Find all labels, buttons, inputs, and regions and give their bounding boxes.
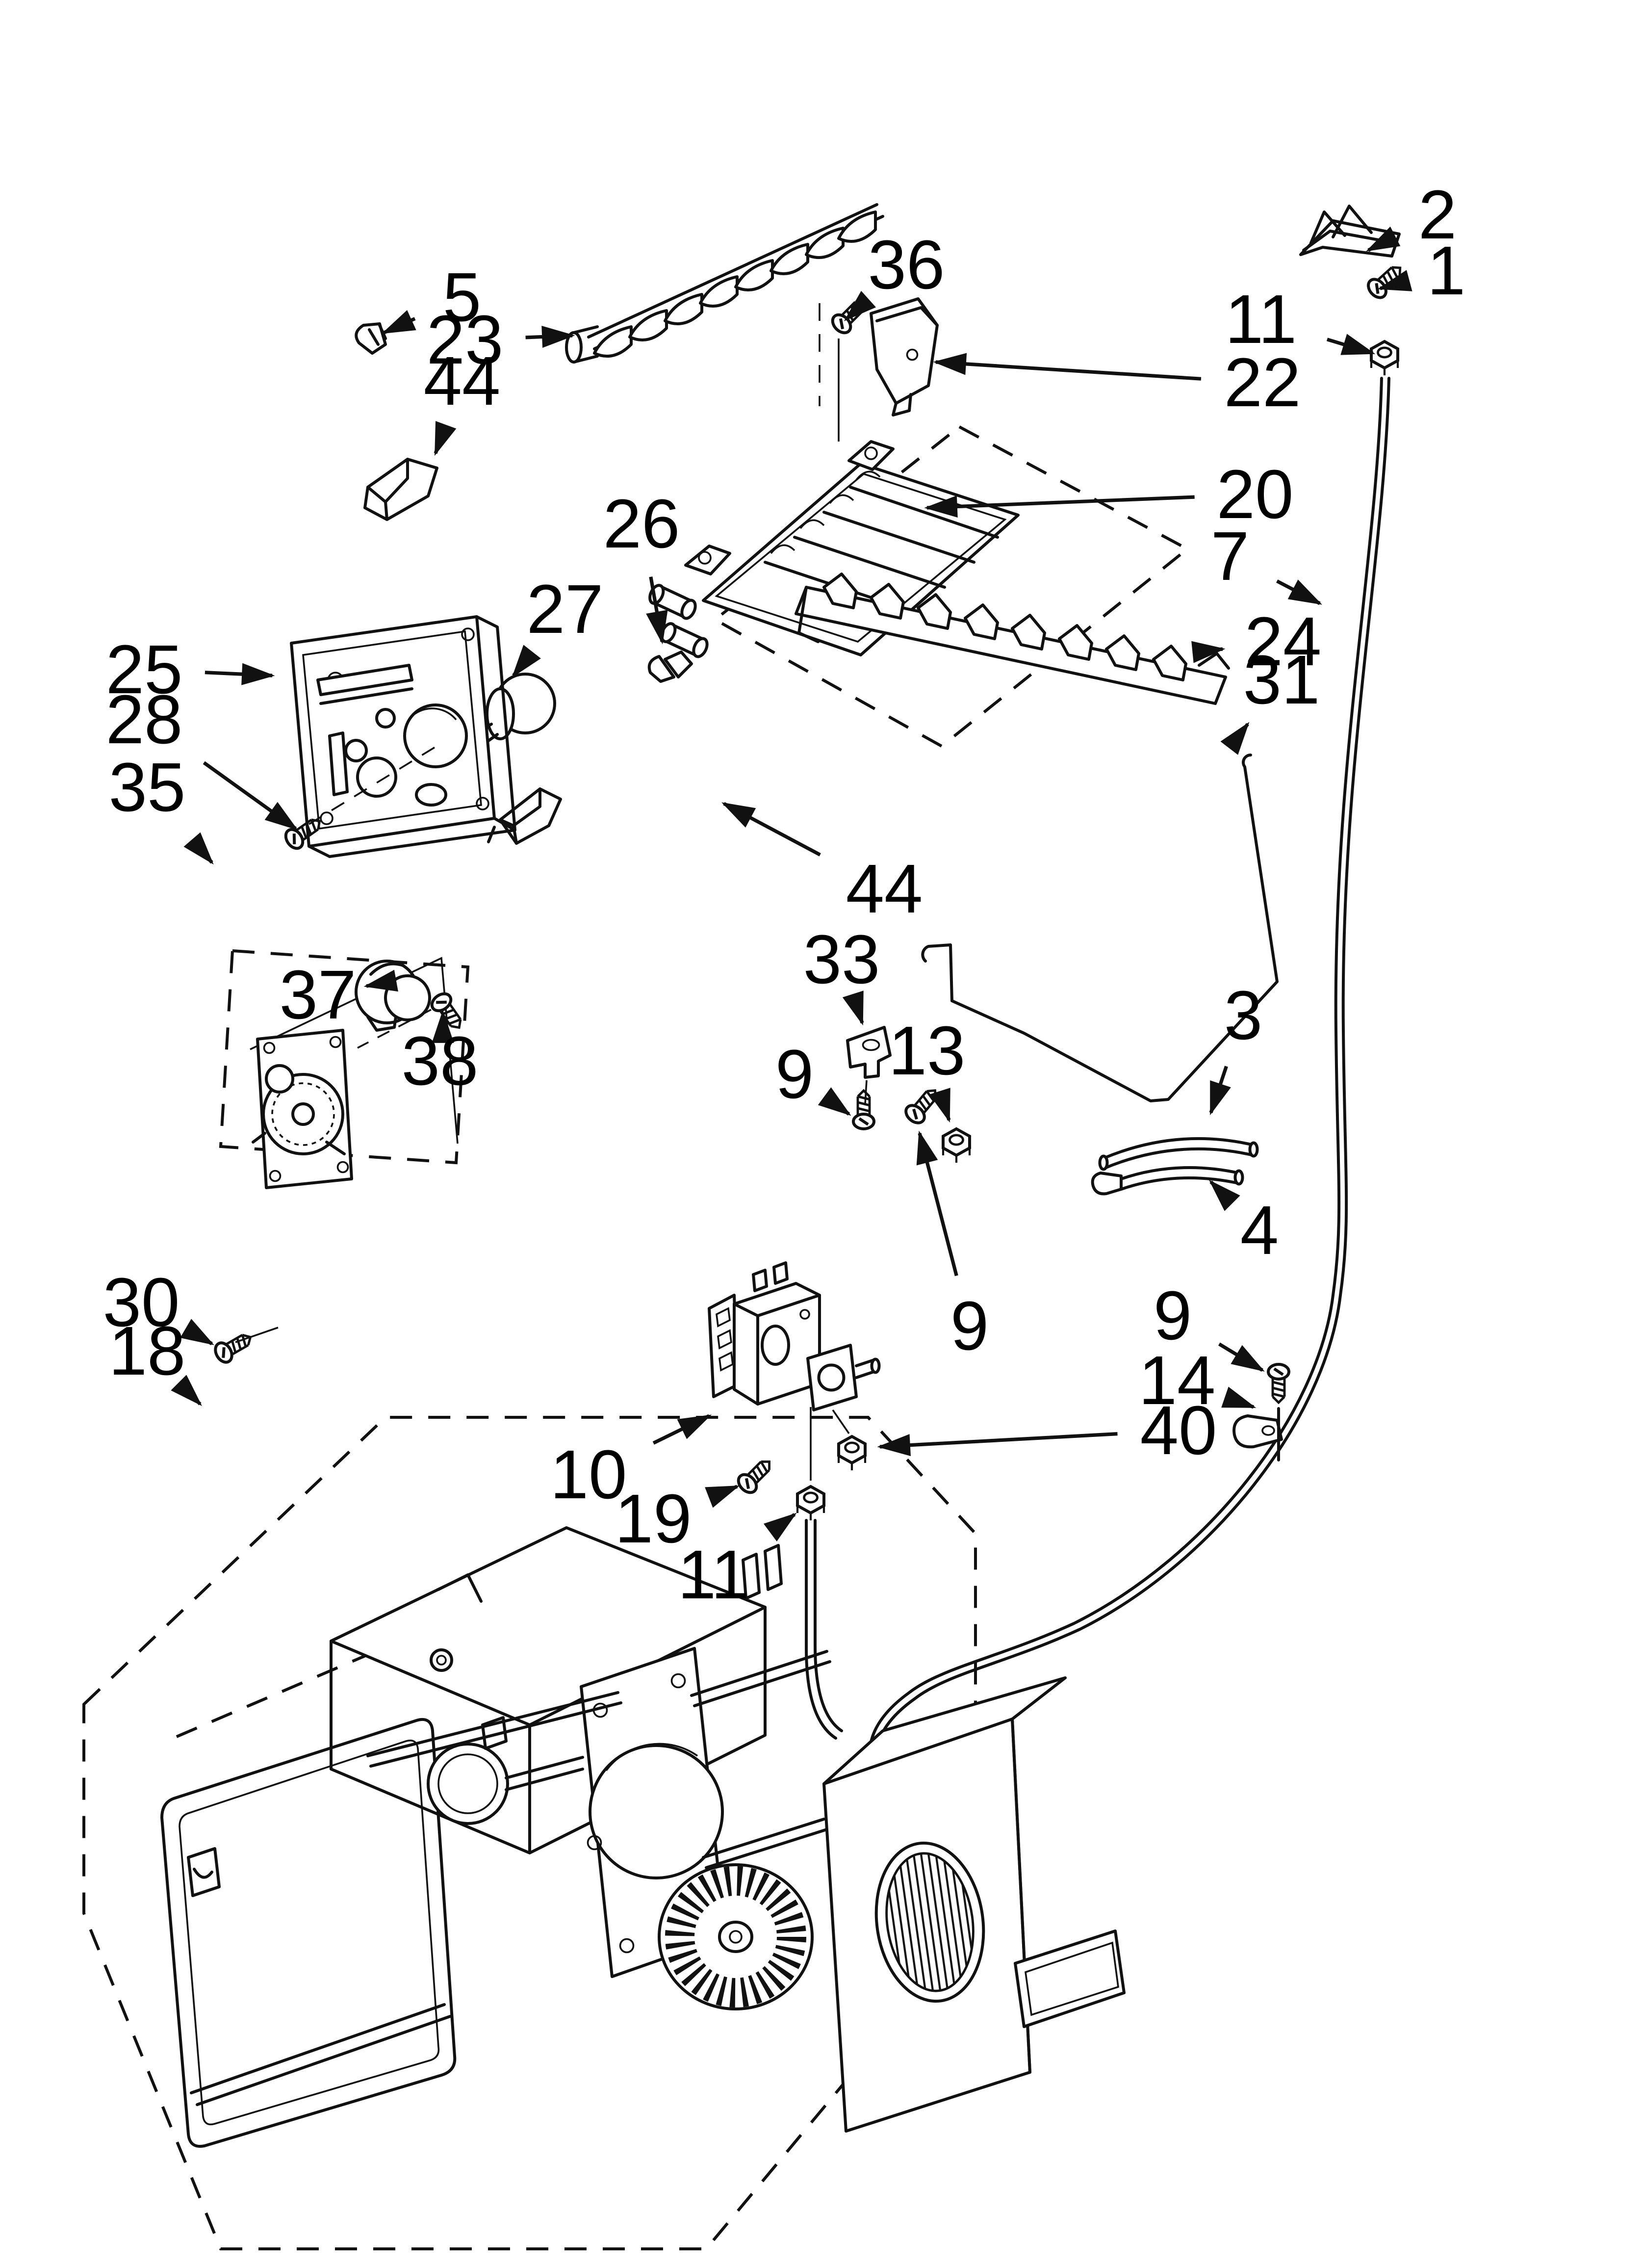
callout-label-11: 11 — [1225, 280, 1297, 358]
callout-arrow-40 — [877, 1432, 1118, 1457]
fill-cup-22 — [870, 297, 939, 417]
callout-arrow-1 — [1377, 270, 1412, 291]
callout-label-3: 3 — [1224, 976, 1262, 1054]
wire-31 — [921, 754, 1279, 1102]
callout-label-18: 18 — [109, 1312, 186, 1389]
fan-cover — [822, 1676, 1126, 2133]
callout-label-14: 14 — [1139, 1341, 1216, 1419]
callout-label-9: 9 — [775, 1035, 814, 1113]
water-tube-3 — [1098, 1137, 1259, 1171]
callout-label-5: 5 — [443, 258, 481, 336]
callout-label-31: 31 — [1243, 641, 1320, 718]
callout-label-19: 19 — [615, 1480, 692, 1557]
callout-arrow-10 — [652, 1414, 712, 1445]
clip-26 — [647, 651, 693, 683]
callout-arrow-9 — [1218, 1342, 1265, 1372]
callout-arrow-28 — [203, 761, 298, 831]
gear-plate — [252, 1029, 353, 1189]
callout-arrow-2 — [1365, 226, 1401, 252]
bracket-33 — [846, 1026, 892, 1079]
callout-arrow-14 — [1221, 1386, 1257, 1409]
callout-label-44: 44 — [424, 342, 501, 419]
callout-label-26: 26 — [603, 485, 680, 562]
callout-arrow-5 — [381, 310, 416, 335]
callout-label-25: 25 — [106, 630, 183, 708]
callout-label-40: 40 — [1140, 1391, 1217, 1469]
callout-label-24: 24 — [1245, 602, 1322, 680]
callout-arrow-30 — [180, 1319, 214, 1346]
callout-label-1: 1 — [1427, 232, 1465, 309]
callout-label-13: 13 — [889, 1012, 966, 1089]
callout-label-23: 23 — [427, 301, 504, 378]
callout-label-38: 38 — [402, 1022, 479, 1099]
callout-label-22: 22 — [1224, 343, 1301, 421]
callout-label-9: 9 — [1154, 1277, 1192, 1354]
water-valve-10 — [708, 1261, 881, 1411]
callout-arrow-7 — [1276, 579, 1322, 605]
callout-arrow-3 — [1209, 1066, 1231, 1116]
callout-label-11: 11 — [678, 1536, 749, 1613]
callout-arrow-11 — [1326, 334, 1376, 355]
callout-arrow-26 — [646, 576, 668, 645]
callout-arrow-27 — [512, 645, 541, 678]
fan-housing — [330, 1526, 783, 1854]
leader-line — [235, 1327, 279, 1343]
callout-label-35: 35 — [109, 748, 186, 826]
callout-arrow-19 — [705, 1485, 740, 1508]
icemaker-head-25 — [290, 615, 516, 858]
callout-arrow-44 — [721, 802, 821, 857]
drip-tray — [1014, 1929, 1126, 2028]
callout-arrow-44 — [434, 421, 457, 456]
callout-label-37: 37 — [280, 956, 357, 1033]
callout-label-4: 4 — [1240, 1191, 1279, 1269]
mounting-rods — [190, 1650, 831, 2106]
clamp-14 — [1232, 1407, 1283, 1461]
callout-arrow-11 — [763, 1512, 797, 1542]
clip-44-upper — [363, 458, 438, 521]
clip-5 — [355, 322, 387, 355]
callout-arrow-9 — [818, 1087, 851, 1116]
callout-label-30: 30 — [103, 1263, 180, 1341]
callout-arrow-35 — [183, 832, 214, 865]
callout-arrow-13 — [929, 1088, 951, 1123]
callout-arrow-22 — [933, 353, 1202, 381]
tube-7 — [868, 377, 1390, 1756]
callout-label-7: 7 — [1211, 517, 1249, 595]
vent-grille — [874, 1841, 985, 2003]
callout-label-36: 36 — [868, 226, 945, 303]
callout-label-9: 9 — [950, 1287, 989, 1364]
callout-arrow-37 — [363, 969, 398, 992]
callout-arrow-36 — [844, 290, 876, 321]
callout-label-10: 10 — [550, 1435, 627, 1513]
callout-arrow-4 — [1209, 1180, 1240, 1211]
callout-label-28: 28 — [106, 680, 183, 758]
callout-arrow-31 — [1220, 722, 1250, 755]
callout-label-44: 44 — [846, 850, 923, 927]
callout-label-27: 27 — [527, 570, 604, 648]
callout-label-33: 33 — [803, 920, 880, 998]
leader-line — [810, 1407, 850, 1481]
callout-arrow-33 — [842, 991, 864, 1026]
callout-label-2: 2 — [1418, 176, 1457, 253]
callout-arrow-9 — [916, 1130, 958, 1277]
blower-wheel — [658, 1863, 814, 2010]
callout-arrow-24 — [1191, 641, 1226, 663]
callout-arrow-20 — [924, 495, 1195, 518]
callout-arrow-23 — [525, 326, 575, 348]
callout-arrow-18 — [171, 1375, 202, 1406]
ice-ejector-23 — [565, 203, 884, 364]
callout-label-20: 20 — [1217, 455, 1294, 533]
callout-arrow-25 — [205, 663, 275, 685]
